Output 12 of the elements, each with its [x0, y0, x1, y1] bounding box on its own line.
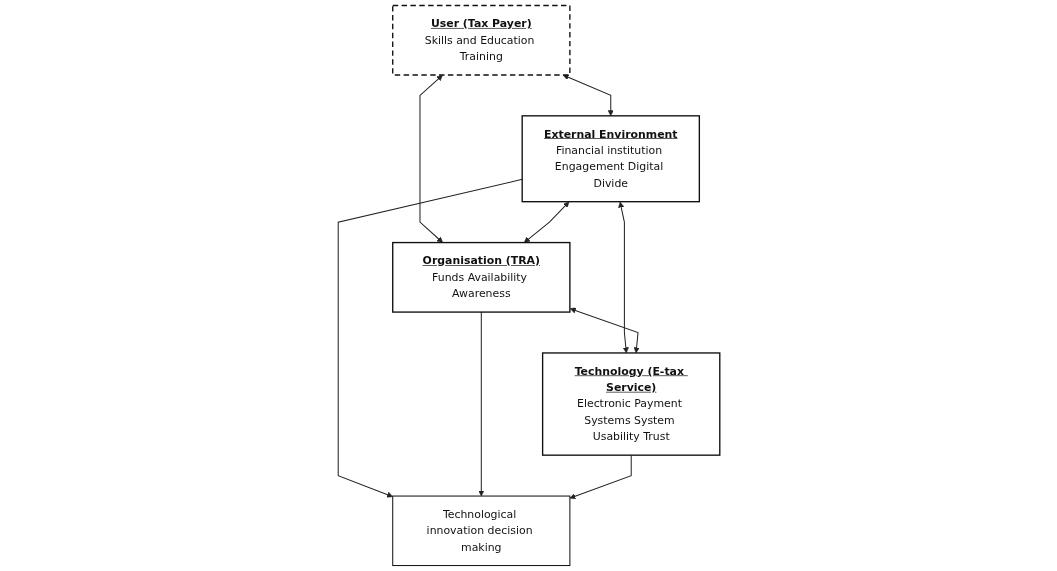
node-box: Technology (E-tax Service) Electronic Payment Systems System Usability Trust	[541, 352, 720, 456]
node-box: Technological innovation decision making	[391, 495, 570, 567]
node-box: External Environment Financial institution Engagement Digital Divide	[521, 115, 700, 203]
arrow	[617, 201, 629, 354]
node-box: User (Tax Payer) Skills and Education Training	[391, 4, 571, 76]
node-box: Organisation (TRA) Funds Availability Awareness	[391, 241, 571, 313]
arrow	[569, 307, 640, 354]
arrow	[523, 201, 569, 243]
arrow	[569, 454, 632, 500]
arrow	[562, 74, 614, 117]
arrow	[418, 74, 443, 243]
arrow	[477, 311, 484, 497]
